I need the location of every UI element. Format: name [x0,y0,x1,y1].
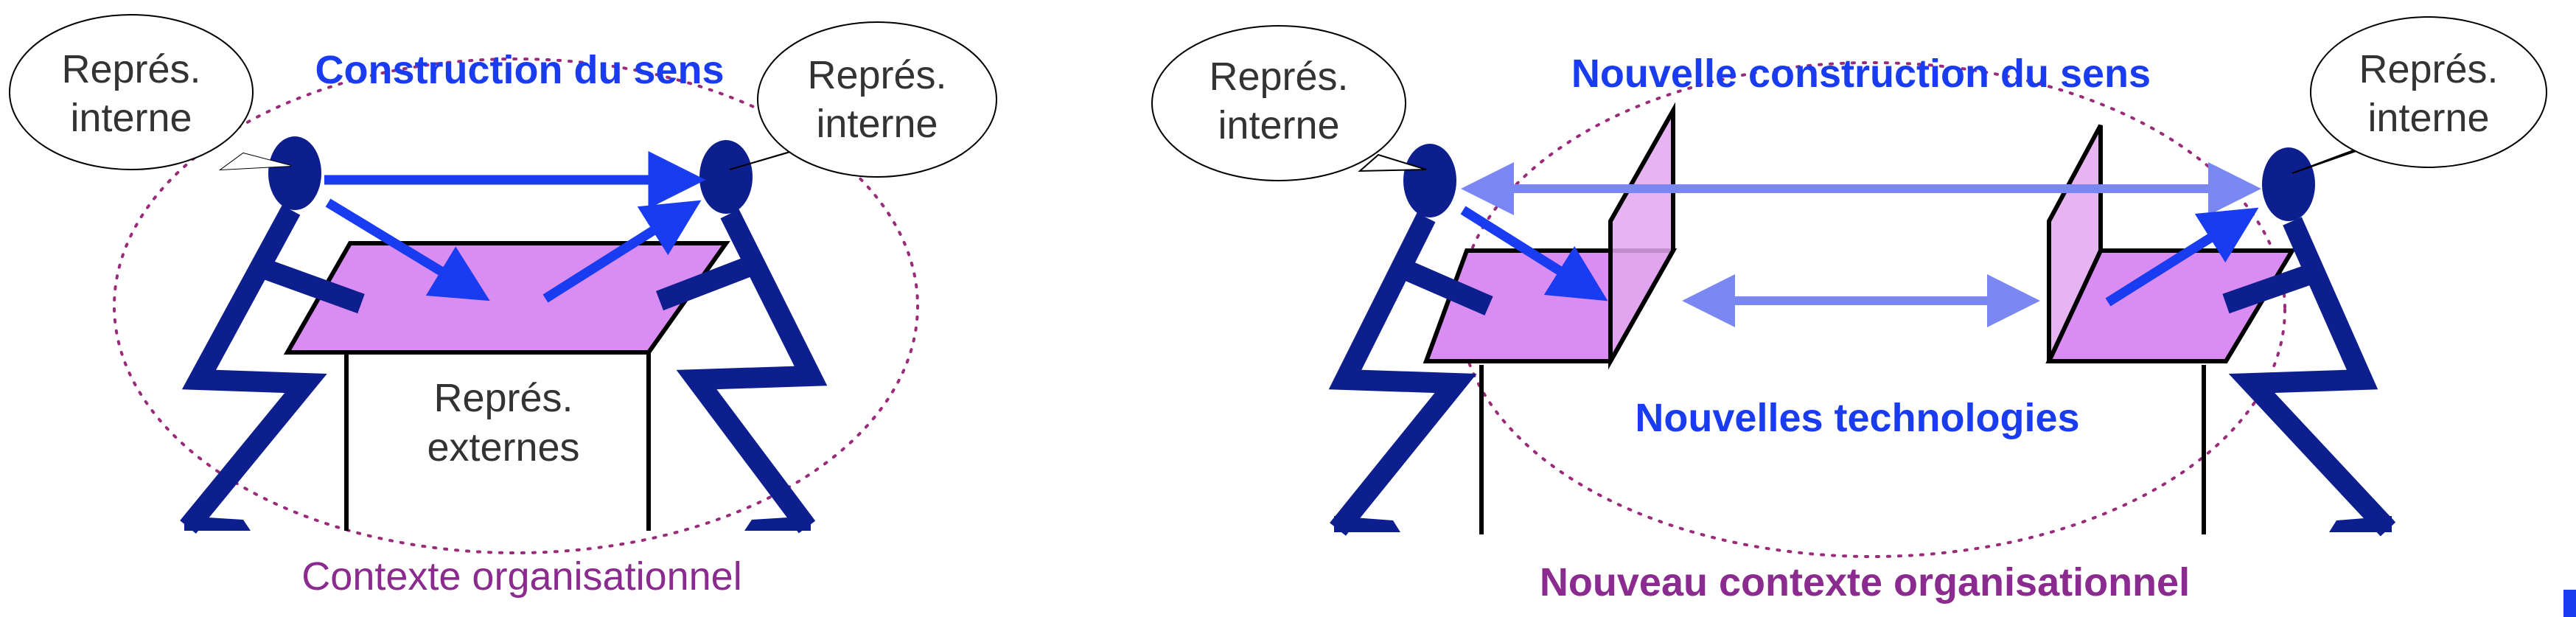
left-arrow-to-table [325,198,490,301]
left-person-b-body [676,209,828,534]
left-person-a [180,136,365,534]
left-context-label: Contexte organisationnel [301,554,741,599]
left-person-b-arm [655,255,756,311]
right-person-a-body [1328,212,1477,536]
left-person-a-body [180,205,327,534]
right-diagram: Représ. interne Représ. interne Nouvelle… [1151,16,2547,604]
right-arrow-to-screen [1460,206,1608,301]
left-diagram: Représ. interne Représ. interne Construc… [9,14,997,599]
left-person-b-head [699,140,753,214]
right-desk-a-screen [1608,102,1675,370]
right-person-a-foot [1334,516,1400,532]
corner-marker [2563,590,2576,617]
left-person-b [655,140,828,534]
left-table-top [283,241,730,355]
right-context-label: Nouveau contexte organisationnel [1540,560,2190,604]
right-desk-b [2045,124,2297,363]
right-tech-label: Nouvelles technologies [1635,396,2079,440]
right-person-a-arm [1400,259,1493,316]
left-person-a-arm [262,259,365,314]
left-person-a-head [268,136,321,210]
left-bubble-b-line2: interne [816,102,938,146]
left-bubble-b-line1: Représ. [807,53,946,97]
left-person-b-foot [744,516,811,531]
right-bubble-a: Représ. interne [1151,25,1427,181]
right-bubble-a-line2: interne [1218,103,1339,147]
left-bubble-a-line2: interne [70,96,192,140]
right-person-b-foot [2329,516,2392,532]
left-table-label-line1: Représ. [433,376,573,420]
right-person-b-arm [2222,262,2318,314]
left-bubble-a-line1: Représ. [61,47,200,91]
left-context-ellipse [113,57,919,554]
right-bubble-a-line1: Représ. [1209,55,1348,99]
left-bubble-a: Représ. interne [9,14,292,171]
right-person-b-head [2262,147,2315,221]
right-desk-a [1423,102,1678,370]
left-arrow-from-table [542,200,702,303]
left-title: Construction du sens [315,48,724,92]
right-bubble-b-line2: interne [2367,96,2489,140]
right-person-a-head [1403,144,1456,217]
right-arrow-from-screen [2105,207,2259,307]
right-title: Nouvelle construction du sens [1571,52,2151,96]
left-person-a-foot [184,516,251,531]
right-bubble-b-line1: Représ. [2359,47,2498,91]
right-person-b [2222,147,2396,537]
left-bubble-b: Représ. interne [729,21,997,178]
right-bubble-b: Représ. interne [2291,16,2547,174]
right-person-a [1328,144,1493,536]
left-table-label-line2: externes [427,425,579,470]
right-person-b-body [2228,217,2396,537]
